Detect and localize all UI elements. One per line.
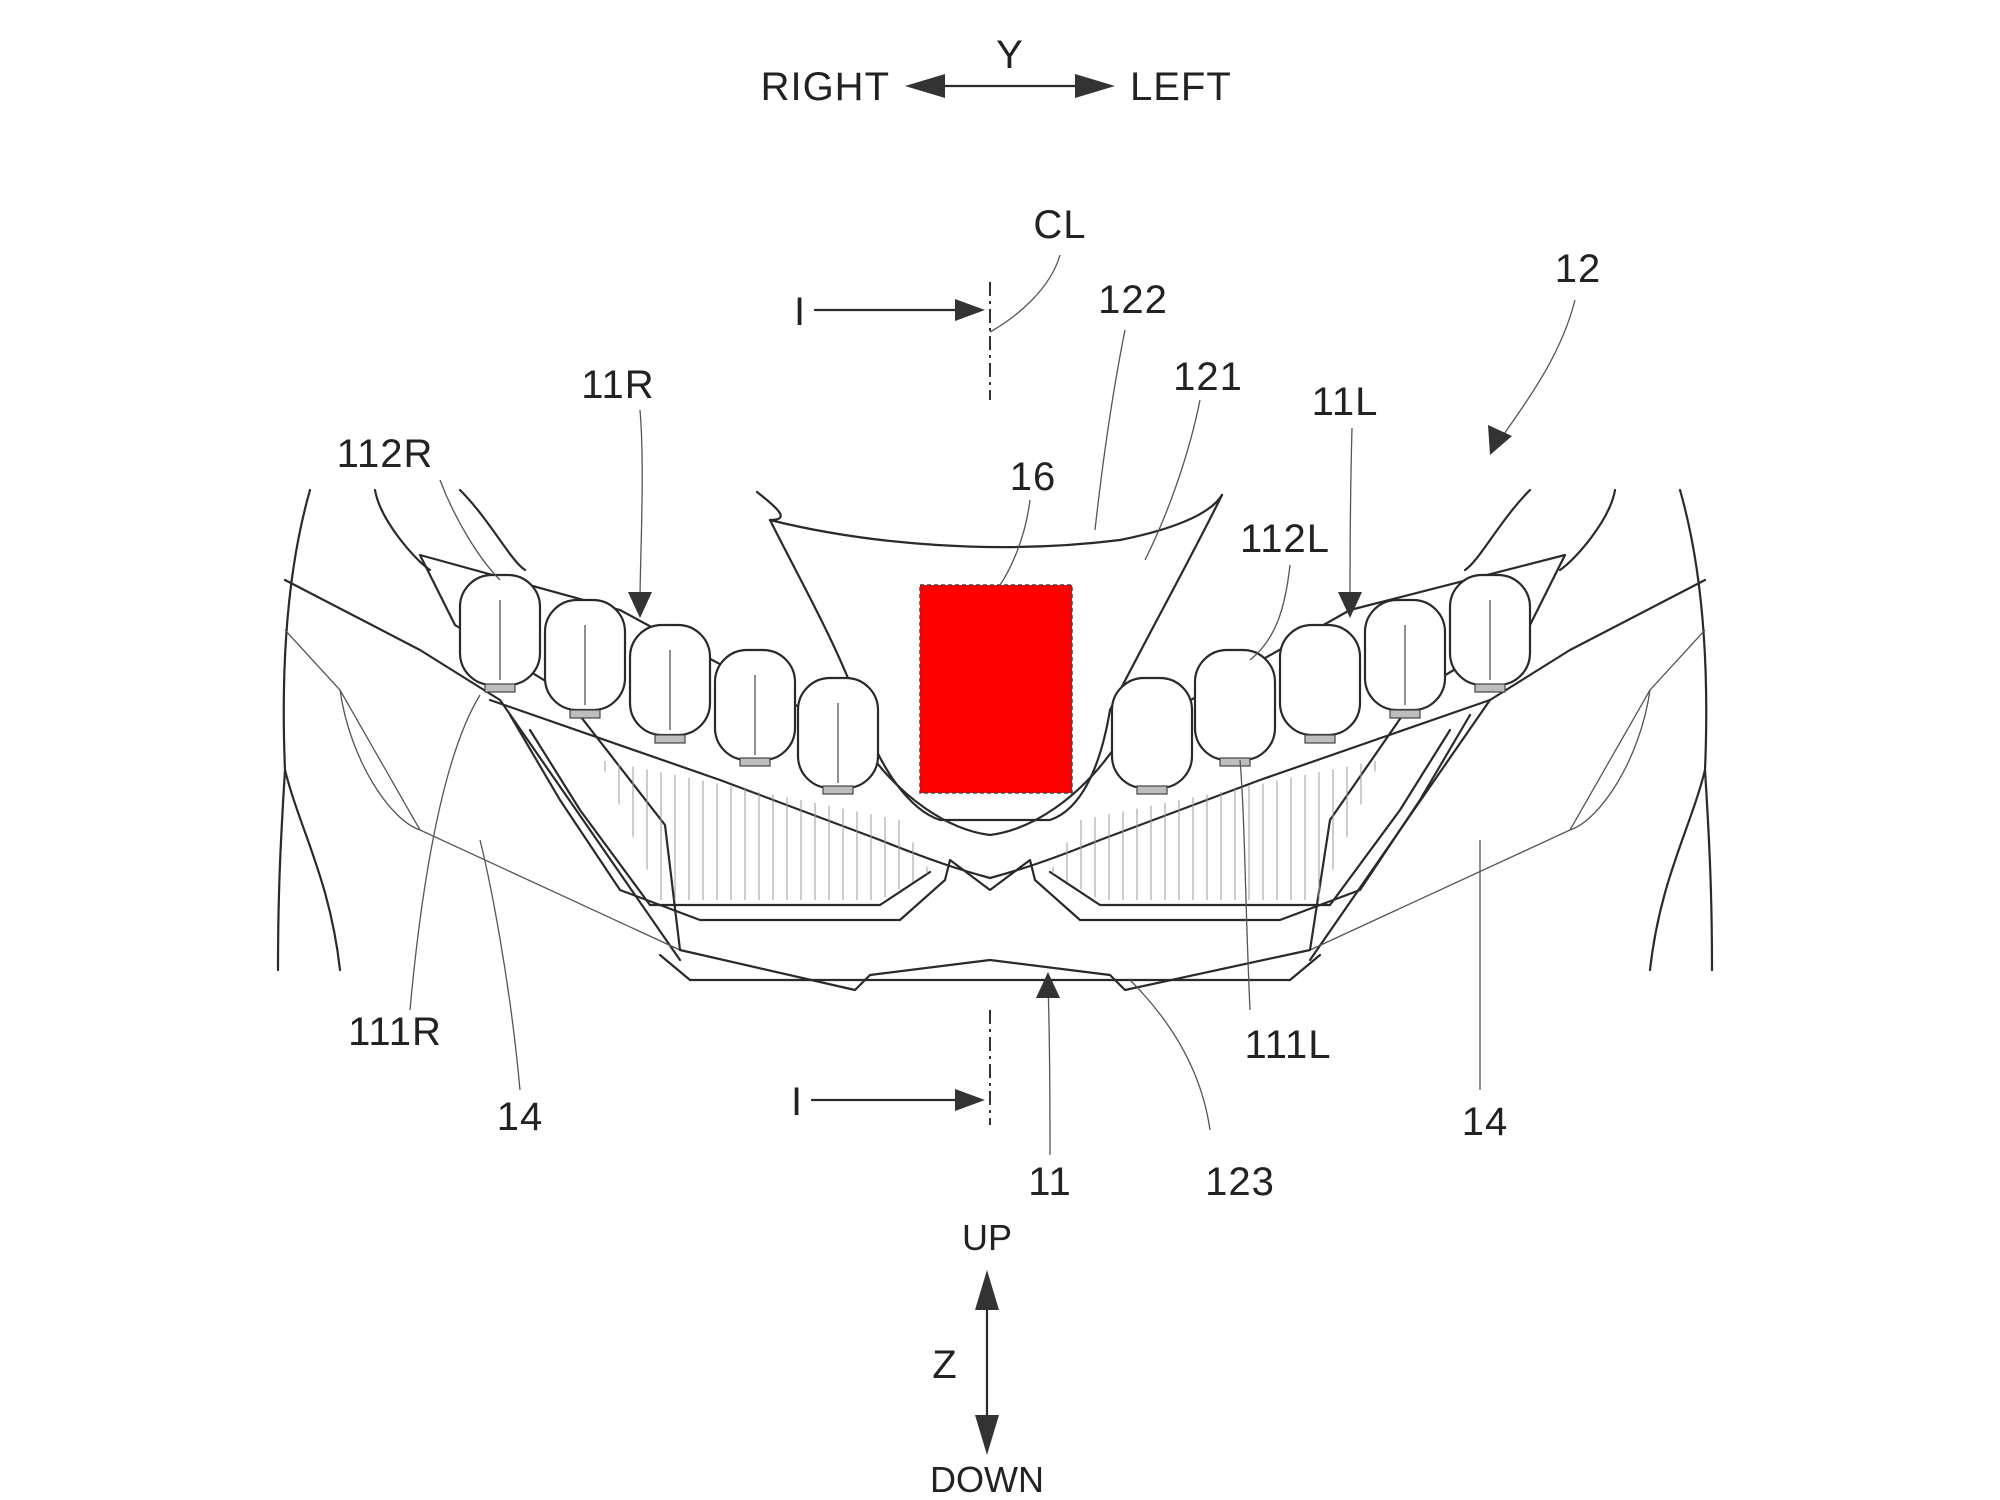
- section-arrow-bottom: I: [791, 1080, 985, 1124]
- ref-111R-label: 111R: [348, 1010, 442, 1054]
- section-arrow-bottom-icon: [955, 1089, 985, 1111]
- lamp-units-left: [1110, 573, 1532, 795]
- component-16-highlight: [919, 584, 1073, 794]
- ref-14-left-label: 14: [497, 1095, 544, 1139]
- ref-12-arrow-icon: [1488, 425, 1512, 455]
- leader-lines: [409, 299, 1576, 1156]
- lamp-units-right: [458, 573, 880, 795]
- centerline: CL: [989, 203, 1086, 1125]
- up-label: UP: [962, 1217, 1012, 1258]
- lamp-unit-l4: [1193, 648, 1277, 762]
- ref-11R-arrow-icon: [628, 592, 652, 618]
- ref-112L-label: 112L: [1240, 517, 1330, 561]
- ref-122-label: 122: [1098, 278, 1168, 322]
- ref-11-arrow-icon: [1036, 972, 1060, 998]
- ref-112R-label: 112R: [337, 432, 434, 476]
- ref-14-right-label: 14: [1462, 1100, 1509, 1144]
- arrow-left-icon: [1075, 74, 1115, 98]
- z-direction-indicator: UP Z DOWN: [930, 1217, 1044, 1500]
- ref-12-label: 12: [1555, 247, 1602, 291]
- ref-11-label: 11: [1028, 1160, 1072, 1204]
- ref-123-label: 123: [1205, 1160, 1275, 1204]
- lamp-unit-l3: [1278, 623, 1362, 737]
- reference-labels: 12 122 121 11R 11L 112R 112L 16 111R 111…: [337, 247, 1602, 1204]
- side-fairings: [276, 488, 1714, 972]
- section-arrow-top-icon: [955, 299, 985, 321]
- y-axis-label: Y: [996, 33, 1024, 77]
- arrow-down-icon: [975, 1415, 999, 1455]
- arrow-up-icon: [975, 1270, 999, 1310]
- ref-111L-label: 111L: [1244, 1023, 1331, 1067]
- ref-16-label: 16: [1010, 455, 1057, 499]
- lamp-housing: [418, 553, 1567, 992]
- down-label: DOWN: [930, 1459, 1044, 1500]
- z-axis-label: Z: [932, 1343, 957, 1387]
- section-arrow-top: I: [794, 290, 985, 334]
- y-direction-indicator: Y RIGHT LEFT: [761, 33, 1232, 109]
- section-mark-top: I: [794, 290, 806, 334]
- lamp-unit-l5: [1110, 676, 1194, 790]
- ref-11R-label: 11R: [581, 363, 654, 407]
- left-label: LEFT: [1130, 65, 1232, 109]
- right-label: RIGHT: [761, 65, 890, 109]
- section-mark-bottom: I: [791, 1080, 803, 1124]
- ref-11L-label: 11L: [1312, 380, 1379, 424]
- ref-121-label: 121: [1173, 355, 1243, 399]
- arrow-right-icon: [905, 74, 945, 98]
- cl-label: CL: [1033, 203, 1086, 247]
- ref-11L-arrow-icon: [1338, 592, 1362, 618]
